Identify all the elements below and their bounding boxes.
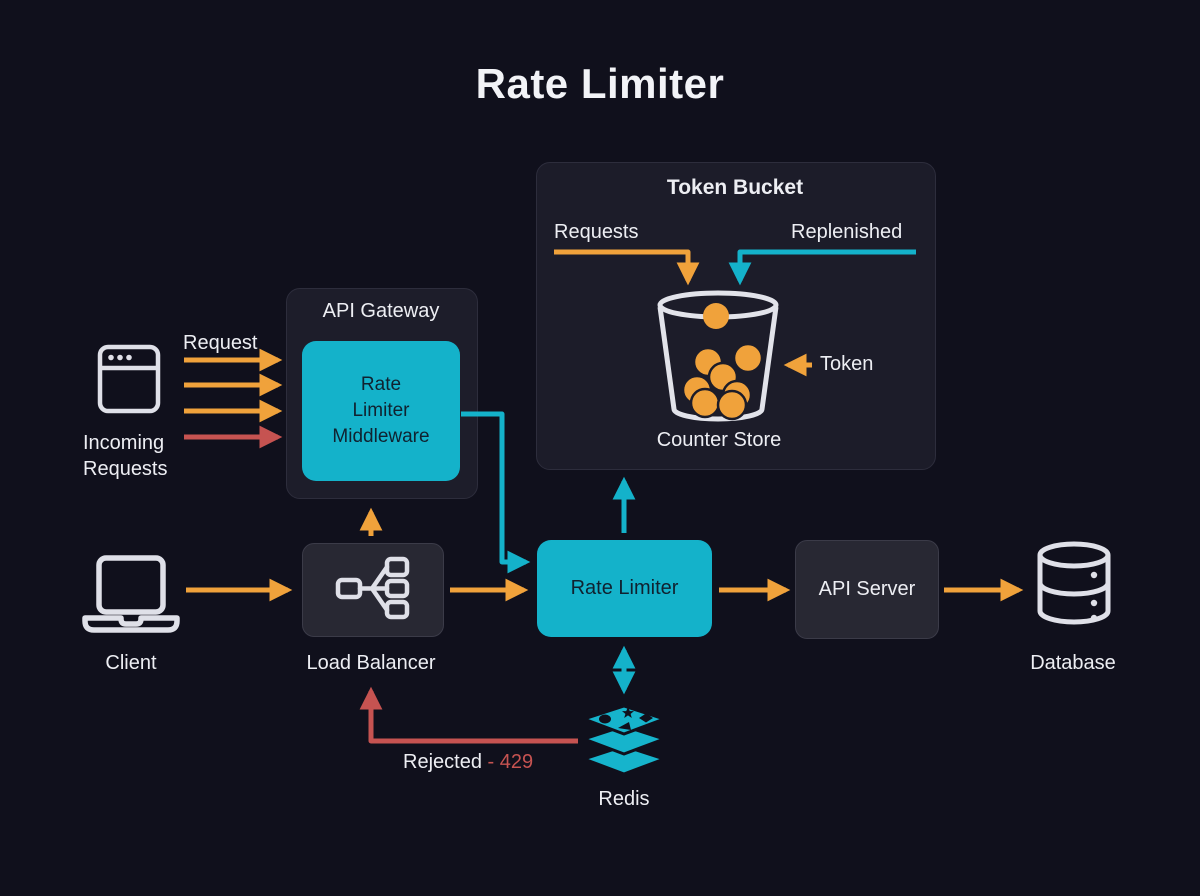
api-gateway-title: API Gateway [322, 300, 440, 322]
requests-label: Requests [554, 221, 639, 243]
rate-limiter-label: Rate Limiter [570, 577, 679, 599]
token-bucket-title: Token Bucket [666, 176, 804, 199]
request-flow-label: Request [183, 332, 258, 354]
replenished-label: Replenished [791, 221, 903, 243]
page-title: Rate Limiter [475, 60, 725, 107]
incoming-requests-label: Incoming Requests [83, 430, 168, 482]
rate-limiter-box: Rate Limiter [537, 540, 712, 637]
redis-icon [582, 700, 666, 783]
rejected-429-label: Rejected - 429 [403, 751, 533, 774]
api-server-label: API Server [818, 578, 916, 600]
redis-label: Redis [598, 788, 650, 810]
database-label: Database [1030, 652, 1116, 674]
load-balancer-box [302, 543, 444, 637]
browser-window-icon [97, 344, 161, 419]
middleware-line-1: Rate [360, 374, 402, 395]
incoming-line-1: Incoming [83, 432, 165, 454]
incoming-line-2: Requests [83, 458, 168, 480]
load-balancer-icon [334, 555, 412, 626]
api-server-box: API Server [795, 540, 939, 639]
token-bucket-icon [638, 278, 798, 433]
falling-token-circle [703, 303, 729, 329]
rate-limiter-middleware-box: Rate Limiter Middleware [302, 341, 460, 481]
middleware-line-2: Limiter [352, 400, 410, 421]
token-label: Token [820, 353, 874, 375]
rejected-code: - 429 [487, 751, 534, 773]
client-label: Client [105, 652, 157, 674]
token-circles [681, 342, 764, 421]
connector-redis-rejected-to-load-balancer [359, 686, 578, 744]
rejected-text: Rejected [403, 751, 482, 773]
counter-store-label: Counter Store [656, 429, 782, 451]
database-icon [1033, 541, 1115, 640]
laptop-icon [82, 554, 180, 645]
middleware-line-3: Middleware [332, 426, 430, 447]
load-balancer-label: Load Balancer [306, 652, 436, 674]
